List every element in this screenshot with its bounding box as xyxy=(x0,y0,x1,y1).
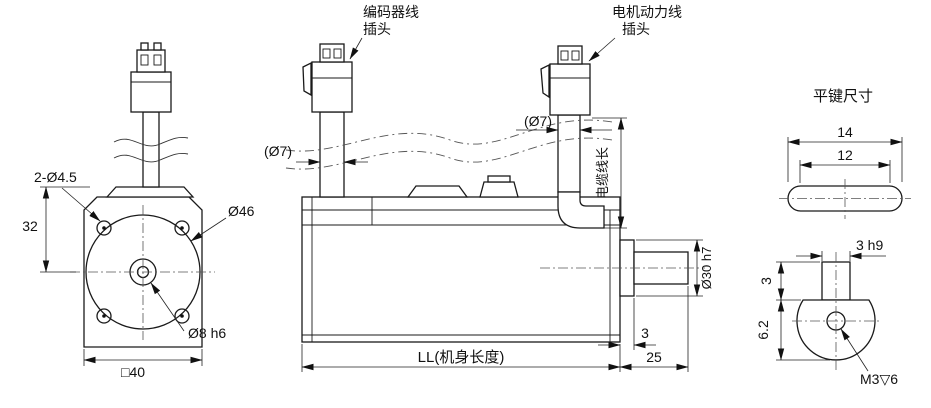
top-connector-cap xyxy=(487,175,511,183)
dim-key-len-inner: 12 xyxy=(837,147,853,163)
side-dimensions: (Ø7) (Ø7) 电缆线长 Ø30 h7 3 xyxy=(264,113,714,372)
dim-flat-to-bottom: 6.2 xyxy=(755,320,771,340)
encoder-plug-label-line2: 插头 xyxy=(363,21,391,37)
encoder-cable xyxy=(319,111,345,198)
power-cable-elbow xyxy=(557,191,605,229)
dim-step: 3 xyxy=(641,325,649,341)
dim-key-height: 3 xyxy=(758,277,774,285)
dim-shaft-length: 25 xyxy=(646,349,662,365)
connector-latch xyxy=(540,63,550,99)
plug-labels: 编码器线 插头 电机动力线 插头 xyxy=(349,4,682,62)
dim-cable-dia-encoder: (Ø7) xyxy=(264,143,292,159)
side-view: 编码器线 插头 电机动力线 插头 (Ø7) (Ø7) 电缆线长 xyxy=(264,4,714,372)
dim-key-width: 3 h9 xyxy=(856,237,883,253)
top-connector-base xyxy=(479,181,519,198)
break-line xyxy=(285,137,613,170)
dim-cable-length: 电缆线长 xyxy=(595,147,610,199)
front-view: 32 2-Ø4.5 Ø46 Ø8 h6 □40 xyxy=(22,42,255,380)
dim-mount-holes: 2-Ø4.5 xyxy=(34,169,77,185)
power-cable xyxy=(557,114,581,193)
encoder-connector xyxy=(302,43,353,113)
dim-spigot-dia: Ø30 h7 xyxy=(699,247,714,290)
dim-32: 32 xyxy=(22,218,38,234)
dim-tap-spec: M3▽6 xyxy=(860,371,898,387)
connector-latch xyxy=(302,61,312,97)
dim-shaft-dia: Ø8 h6 xyxy=(188,325,226,341)
dim-cable-dia-power: (Ø7) xyxy=(524,113,552,129)
power-plug-label-line2: 插头 xyxy=(622,21,650,37)
power-plug-label-line1: 电机动力线 xyxy=(612,4,682,20)
break-line xyxy=(285,119,613,152)
front-connector xyxy=(130,42,172,113)
dim-square: □40 xyxy=(121,364,145,380)
front-dimensions: 32 2-Ø4.5 Ø46 Ø8 h6 □40 xyxy=(22,169,254,380)
mounting-holes xyxy=(96,220,190,324)
front-cable xyxy=(142,111,160,188)
dim-body-length: LL(机身长度) xyxy=(418,349,505,366)
break-line xyxy=(113,136,189,147)
dim-key-len-outer: 14 xyxy=(837,124,853,140)
key-view-title: 平键尺寸 xyxy=(813,88,873,105)
encoder-plug-label-line1: 编码器线 xyxy=(363,4,419,20)
top-boss xyxy=(406,185,469,198)
break-line xyxy=(113,152,189,163)
cable-entry-boss xyxy=(105,186,195,198)
power-connector xyxy=(540,45,591,116)
dim-bolt-circle: Ø46 xyxy=(228,203,255,219)
key-view: 平键尺寸 14 12 3 h9 3 6.2 xyxy=(755,88,911,387)
